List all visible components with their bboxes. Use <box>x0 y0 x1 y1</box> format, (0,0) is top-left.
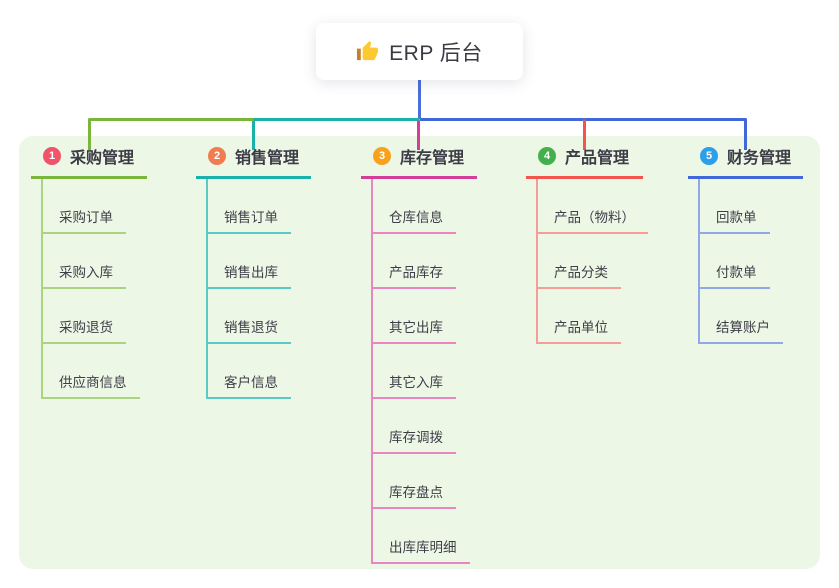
branch-2: 2 销售管理 销售订单销售出库销售退货客户信息 <box>196 144 311 399</box>
child-row: 出库库明细 <box>373 509 477 564</box>
branch-node[interactable]: 1 采购管理 <box>31 144 147 179</box>
child-row: 销售订单 <box>208 179 311 234</box>
child-node[interactable]: 回款单 <box>700 206 770 234</box>
branch-node[interactable]: 3 库存管理 <box>361 144 477 179</box>
branch-label: 库存管理 <box>400 150 465 167</box>
child-row: 采购订单 <box>43 179 147 234</box>
child-node[interactable]: 客户信息 <box>208 371 291 399</box>
child-node[interactable]: 库存盘点 <box>373 481 456 509</box>
branch-label: 采购管理 <box>70 150 135 167</box>
branch-5: 5 财务管理 回款单付款单结算账户 <box>688 144 803 344</box>
branch-index-badge: 5 <box>700 147 718 165</box>
branch-node[interactable]: 5 财务管理 <box>688 144 803 179</box>
child-row: 库存调拨 <box>373 399 477 454</box>
root-node[interactable]: ERP 后台 <box>316 23 523 80</box>
branch-children: 仓库信息产品库存其它出库其它入库库存调拨库存盘点出库库明细 <box>371 179 477 564</box>
child-row: 供应商信息 <box>43 344 147 399</box>
child-row: 其它入库 <box>373 344 477 399</box>
child-node[interactable]: 其它入库 <box>373 371 456 399</box>
child-node[interactable]: 采购订单 <box>43 206 126 234</box>
child-row: 回款单 <box>700 179 803 234</box>
branch-children: 回款单付款单结算账户 <box>698 179 803 344</box>
branch-index-badge: 4 <box>538 147 556 165</box>
branch-children: 产品（物料） 产品分类产品单位 <box>536 179 648 344</box>
child-node[interactable]: 产品库存 <box>373 261 456 289</box>
child-node[interactable]: 销售订单 <box>208 206 291 234</box>
child-node[interactable]: 产品（物料） <box>538 206 648 234</box>
branch-children: 采购订单采购入库采购退货供应商信息 <box>41 179 147 399</box>
branch-4: 4 产品管理 产品（物料） 产品分类产品单位 <box>526 144 648 344</box>
child-node[interactable]: 仓库信息 <box>373 206 456 234</box>
child-node[interactable]: 出库库明细 <box>373 536 470 564</box>
branch-1: 1 采购管理 采购订单采购入库采购退货供应商信息 <box>31 144 147 399</box>
branch-index-badge: 3 <box>373 147 391 165</box>
child-node[interactable]: 结算账户 <box>700 316 783 344</box>
child-row: 其它出库 <box>373 289 477 344</box>
child-row: 销售出库 <box>208 234 311 289</box>
child-row: 产品（物料） <box>538 179 648 234</box>
thumbs-up-icon <box>357 40 379 61</box>
child-row: 产品单位 <box>538 289 648 344</box>
child-node[interactable]: 采购入库 <box>43 261 126 289</box>
child-node[interactable]: 供应商信息 <box>43 371 140 399</box>
branch-index-badge: 2 <box>208 147 226 165</box>
branch-label: 销售管理 <box>235 150 300 167</box>
child-row: 客户信息 <box>208 344 311 399</box>
child-row: 结算账户 <box>700 289 803 344</box>
child-node[interactable]: 付款单 <box>700 261 770 289</box>
branch-node[interactable]: 2 销售管理 <box>196 144 311 179</box>
child-row: 产品分类 <box>538 234 648 289</box>
child-node[interactable]: 其它出库 <box>373 316 456 344</box>
child-node[interactable]: 产品单位 <box>538 316 621 344</box>
branch-label: 财务管理 <box>727 150 792 167</box>
child-row: 库存盘点 <box>373 454 477 509</box>
child-row: 采购退货 <box>43 289 147 344</box>
child-node[interactable]: 库存调拨 <box>373 426 456 454</box>
child-node[interactable]: 产品分类 <box>538 261 621 289</box>
child-row: 付款单 <box>700 234 803 289</box>
branch-children: 销售订单销售出库销售退货客户信息 <box>206 179 311 399</box>
branch-node[interactable]: 4 产品管理 <box>526 144 643 179</box>
branch-label: 产品管理 <box>565 150 630 167</box>
child-row: 产品库存 <box>373 234 477 289</box>
branch-3: 3 库存管理 仓库信息产品库存其它出库其它入库库存调拨库存盘点出库库明细 <box>361 144 477 564</box>
child-row: 销售退货 <box>208 289 311 344</box>
child-node[interactable]: 销售退货 <box>208 316 291 344</box>
child-row: 仓库信息 <box>373 179 477 234</box>
mindmap-canvas <box>19 136 820 569</box>
root-node-label: ERP 后台 <box>389 41 483 65</box>
child-row: 采购入库 <box>43 234 147 289</box>
branch-index-badge: 1 <box>43 147 61 165</box>
child-node[interactable]: 销售出库 <box>208 261 291 289</box>
child-node[interactable]: 采购退货 <box>43 316 126 344</box>
